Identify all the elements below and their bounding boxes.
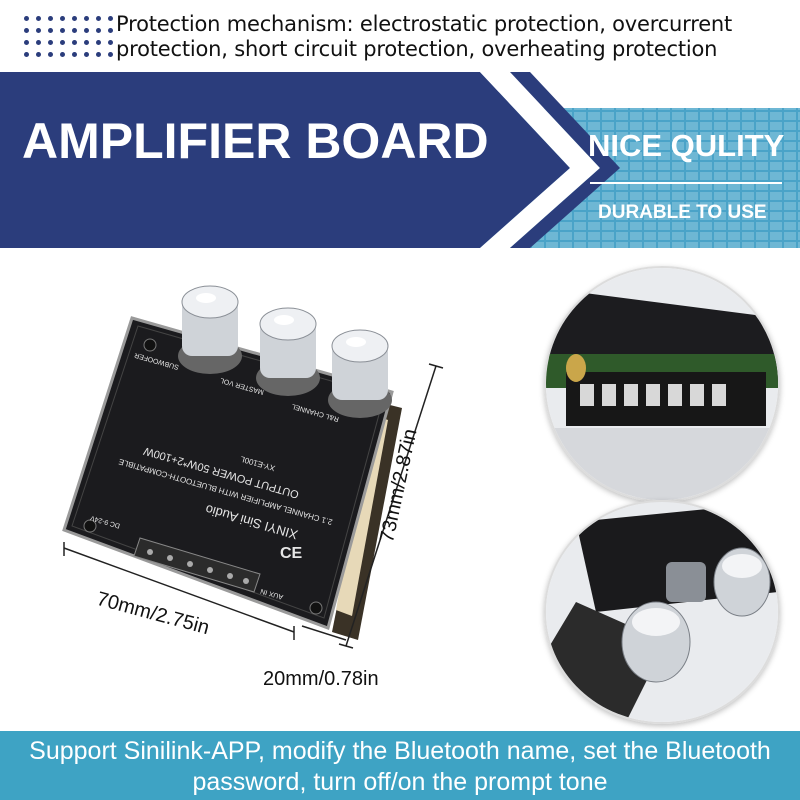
knob-master [256, 307, 320, 396]
closeup-terminals [544, 266, 780, 502]
footer-feature-text: Support Sinilink-APP, modify the Bluetoo… [29, 737, 771, 796]
badge-divider [590, 182, 782, 184]
knob-rl-channel [328, 329, 392, 418]
knob-subwoofer [178, 285, 242, 374]
dimension-depth: 20mm/0.78in [263, 668, 379, 690]
amplifier-board-illustration: XINYI Sini Audio 2.1 CHANNEL AMPLIFIER W… [62, 285, 444, 649]
footer-bar [0, 731, 800, 800]
protection-note: Protection mechanism: electrostatic prot… [116, 12, 733, 61]
badge-sub: DURABLE TO USE [598, 202, 767, 223]
decorative-dot-grid [22, 14, 113, 60]
badge-main: NICE QULITY [588, 128, 785, 163]
closeup-knobs [544, 500, 780, 724]
svg-text:CE: CE [280, 545, 303, 562]
banner-graphic [0, 72, 800, 248]
banner-title: AMPLIFIER BOARD [22, 113, 489, 169]
